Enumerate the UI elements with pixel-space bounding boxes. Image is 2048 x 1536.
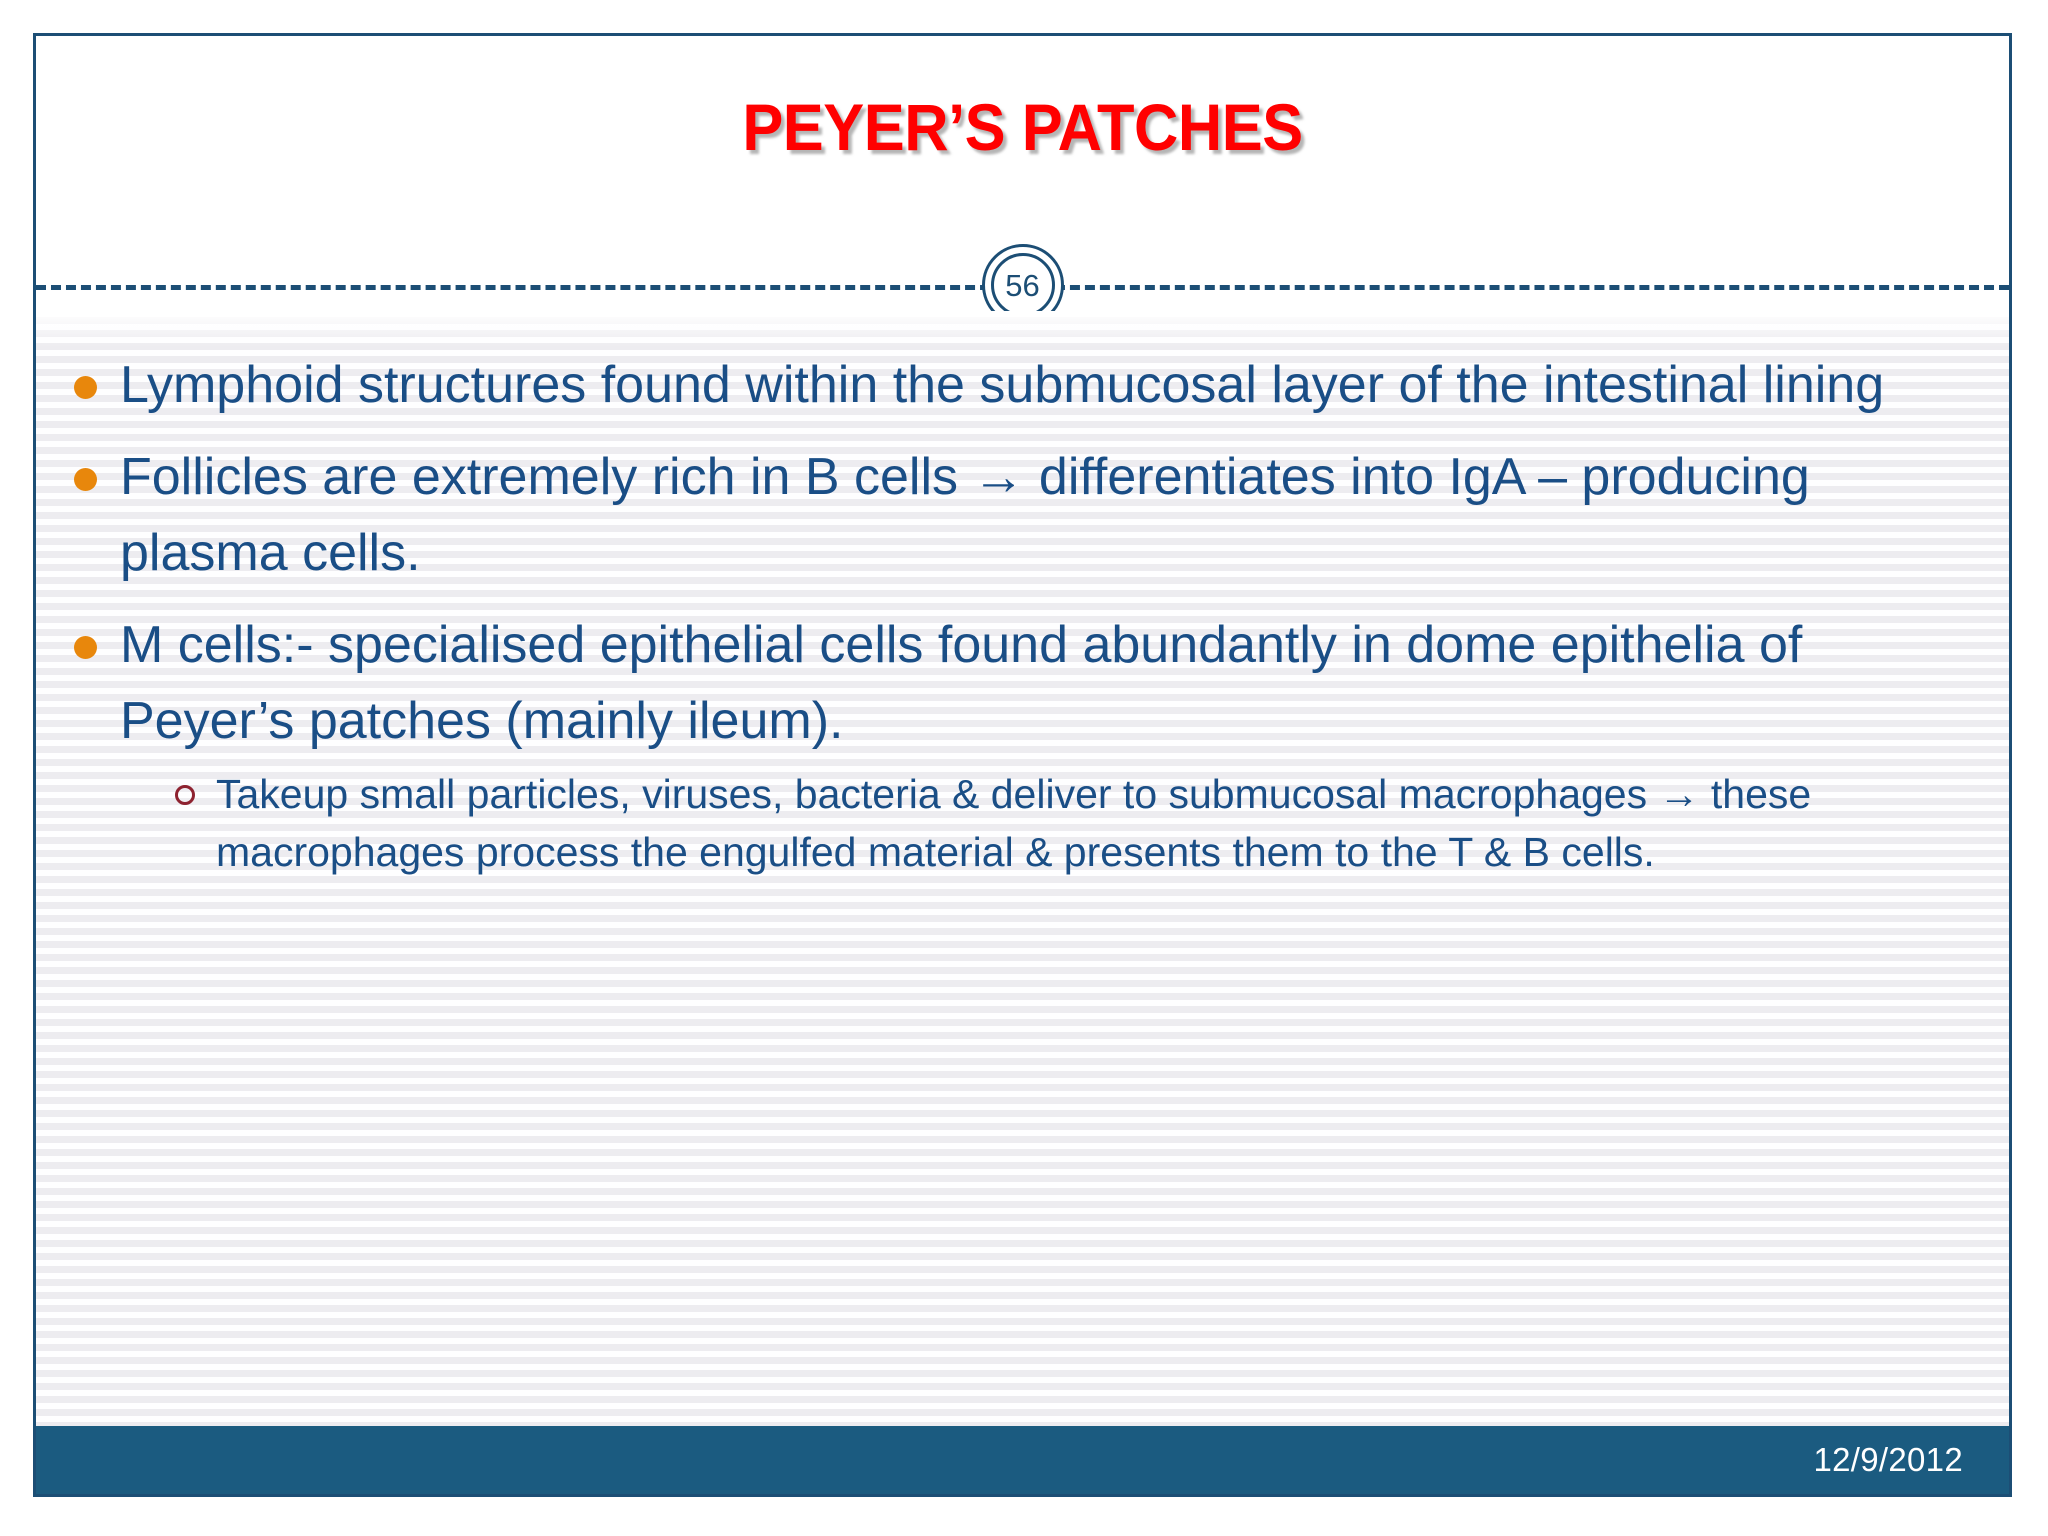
list-item: M cells:- specialised epithelial cells f… <box>36 607 2009 881</box>
list-item: Follicles are extremely rich in B cells … <box>36 439 2009 591</box>
bullet-dot-icon <box>74 468 97 491</box>
bullet-text: Lymphoid structures found within the sub… <box>120 356 1885 414</box>
bullet-text: Follicles are extremely rich in B cells … <box>120 448 1810 582</box>
footer-bar: 12/9/2012 <box>36 1426 2009 1494</box>
body-zone: Lymphoid structures found within the sub… <box>36 311 2009 1494</box>
bullet-text: M cells:- specialised epithelial cells f… <box>120 616 1803 750</box>
list-item: Lymphoid structures found within the sub… <box>36 347 2009 423</box>
sub-bullet-list: Takeup small particles, viruses, bacteri… <box>120 765 1977 881</box>
footer-date: 12/9/2012 <box>1813 1441 1963 1478</box>
bullet-dot-icon <box>74 636 97 659</box>
bullet-list: Lymphoid structures found within the sub… <box>36 347 2009 881</box>
bullet-ring-icon <box>175 785 195 805</box>
sub-bullet-text: Takeup small particles, viruses, bacteri… <box>216 771 1812 875</box>
bullet-dot-icon <box>74 376 97 399</box>
content-area: Lymphoid structures found within the sub… <box>36 347 2009 897</box>
page-number-text: 56 <box>1005 267 1040 303</box>
page-title: PEYER’S PATCHES <box>742 90 1303 164</box>
sub-list-item: Takeup small particles, viruses, bacteri… <box>120 765 1977 881</box>
slide-frame: PEYER’S PATCHES 56 Lymphoid structures f… <box>33 33 2012 1497</box>
title-zone: PEYER’S PATCHES <box>36 36 2009 285</box>
